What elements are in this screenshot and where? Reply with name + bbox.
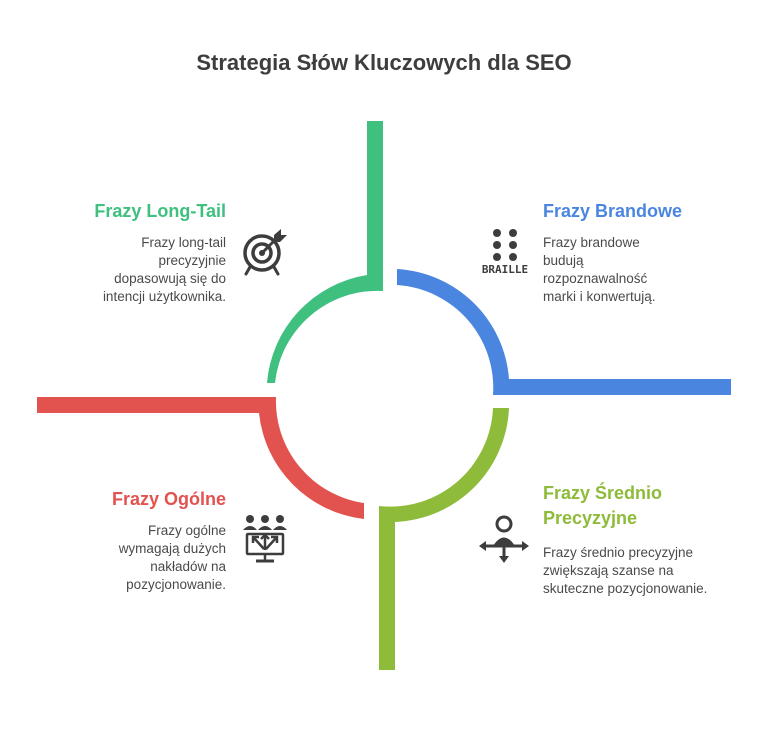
srednio-description: Frazy średnio precyzyjne zwiększają szan… [543, 545, 708, 596]
long-tail-description: Frazy long-tail precyzyjnie dopasowują s… [102, 235, 226, 304]
olive-arc [379, 408, 509, 670]
brandowe-description: Frazy brandowe budują rozpoznawalność ma… [543, 235, 656, 304]
srednio-heading: Frazy Średnio Precyzyjne [543, 483, 663, 528]
page-title: Strategia Słów Kluczowych dla SEO [196, 50, 572, 75]
brandowe-heading: Frazy Brandowe [543, 201, 683, 221]
target-icon [243, 229, 287, 276]
braille-icon-label: BRAILLE [482, 263, 528, 276]
green-arc [267, 121, 383, 383]
ogolne-description: Frazy ogólne wymagają dużych nakładów na… [118, 523, 226, 592]
long-tail-heading: Frazy Long-Tail [94, 201, 226, 221]
person-arrows-icon [479, 515, 529, 563]
braille-icon: BRAILLE [482, 229, 528, 276]
red-arc [37, 397, 364, 519]
blue-arc [397, 269, 731, 395]
ogolne-heading: Frazy Ogólne [111, 489, 226, 509]
network-icon [243, 515, 287, 563]
